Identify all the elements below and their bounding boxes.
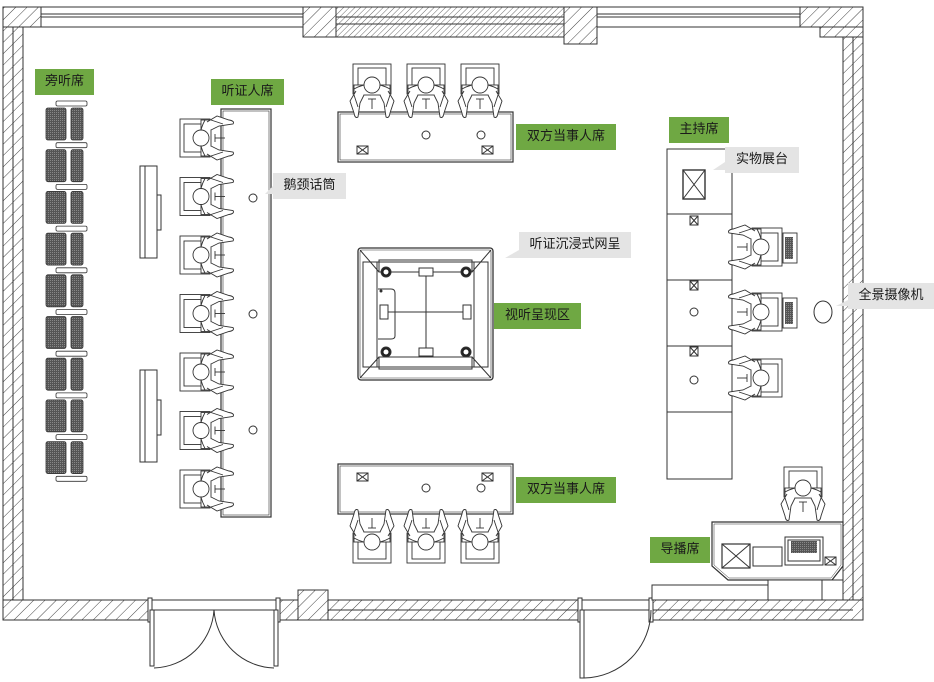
callout-immersive-display: 听证沉浸式网呈 [519,232,631,258]
wall-bottom-left [2,599,151,621]
host-seat [728,289,798,335]
device-box [356,472,369,482]
host-seats [689,215,798,401]
gooseneck-mic-2 [248,309,258,319]
gooseneck-mic-1 [248,193,258,203]
witness-seat [179,232,234,278]
gallery-seat [45,225,88,266]
witness-seat [179,349,234,395]
witness-seat [179,466,234,512]
host-desk [666,148,733,480]
wall-bottom-mid [297,589,329,621]
party-seat-top [457,63,503,118]
gallery-seat [45,309,88,349]
parties-bottom-seats [349,472,503,564]
label-parties-top: 双方当事人席 [516,124,616,150]
pillar-top-left [2,6,42,28]
device-box [481,145,494,155]
label-witness: 听证人席 [211,79,284,105]
walls [2,6,864,621]
gallery-seat [45,350,88,391]
party-seat-top [349,63,395,118]
label-av-area: 视听呈现区 [494,303,581,329]
device-box [689,280,699,291]
device-box [689,346,699,357]
callout-evidence-stand: 实物展台 [725,147,799,173]
device-box [356,145,369,155]
evidence-stand [682,169,706,200]
doors [147,597,654,679]
label-host: 主持席 [669,117,729,143]
director-area [651,521,844,601]
gallery-seat [45,100,88,141]
parties-bottom-area [337,463,514,515]
gallery-seat [45,267,88,308]
witness-table [220,108,272,518]
panoramic-camera [813,300,833,324]
side-screen-1 [139,165,158,259]
device-box [481,472,494,482]
parties-top-seats [349,63,503,155]
side-screen-2 [139,369,158,463]
witness-seat [179,174,234,219]
callout-pointers [265,162,848,306]
witness-seats [179,115,234,512]
label-gallery: 旁听席 [35,69,94,95]
director-seat [780,466,826,521]
host-area [666,148,833,480]
label-parties-bottom: 双方当事人席 [516,477,616,503]
witness-seat [179,408,234,453]
witness-seat [179,115,234,161]
party-seat-bottom [457,509,503,564]
device-box [689,215,699,226]
witness-area [139,108,272,518]
gallery-seat [45,392,88,433]
party-seat-bottom [403,509,449,564]
pillar-top-mid1 [302,6,337,38]
witness-seat [179,291,234,336]
gallery-seat [45,183,88,224]
pillar-top-right [799,6,864,28]
gallery-rail [55,475,88,482]
gallery-seating [45,100,88,482]
callout-gooseneck-mic: 鹅颈话筒 [273,173,346,199]
label-director: 导播席 [650,537,710,563]
parties-bottom-table [337,463,514,515]
wall-top-hatch [335,6,565,38]
av-display-unit [357,247,494,381]
gooseneck-mic-3 [248,425,258,435]
wall-bottom-mid1 [277,599,299,621]
director-operator [780,466,826,521]
party-seat-top [403,63,449,118]
callout-panoramic-camera: 全景摄像机 [848,283,934,309]
host-seat [728,224,798,270]
pillar-top-mid2 [563,6,598,45]
gallery-seat [45,434,88,475]
gallery-seat [45,142,88,183]
party-seat-bottom [349,509,395,564]
host-seat [728,355,783,401]
